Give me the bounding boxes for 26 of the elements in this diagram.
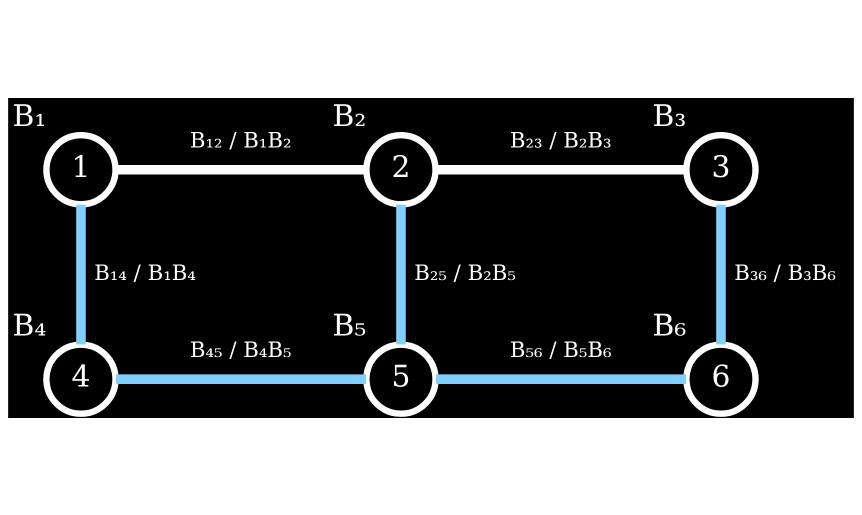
node-circle: 1 [43, 132, 119, 207]
connector [436, 164, 686, 174]
connector [76, 204, 86, 344]
node-label: B₂ [332, 98, 366, 134]
node-label: B₁ [12, 98, 46, 134]
node-circle: 4 [43, 340, 119, 416]
connector [716, 204, 726, 344]
node-label: B₄ [12, 308, 46, 343]
connector [436, 374, 686, 384]
edge-label: B₁₂ / B₁B₂ [190, 128, 292, 153]
edge-label: B₅₆ / B₅B₆ [510, 337, 612, 362]
node-circle: 5 [363, 340, 439, 416]
node-label: B₅ [332, 308, 366, 343]
edge-label: B₂₅ / B₂B₅ [414, 260, 516, 286]
node-circle: 6 [683, 340, 759, 416]
node-label: B₃ [652, 98, 686, 134]
node-circle: 2 [363, 132, 439, 207]
edge-label: B₄₅ / B₄B₅ [190, 337, 292, 362]
connector [116, 164, 366, 174]
edge-label: B₃₆ / B₃B₆ [734, 260, 836, 286]
edge-label: B₁₄ / B₁B₄ [94, 260, 196, 286]
node-circle: 3 [683, 132, 759, 207]
connector [396, 204, 406, 344]
edge-label: B₂₃ / B₂B₃ [510, 128, 612, 153]
node-label: B₆ [652, 308, 686, 343]
connector [116, 374, 366, 384]
